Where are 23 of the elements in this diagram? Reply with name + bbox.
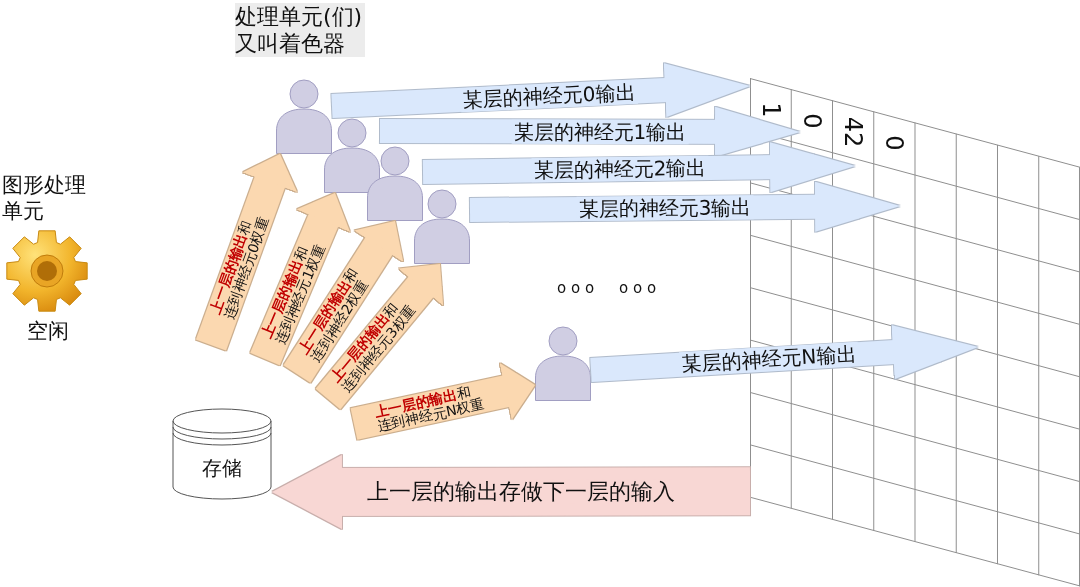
- person-icon: [414, 189, 470, 264]
- person-icon: [324, 118, 380, 193]
- heading-label: 处理单元(们)又叫着色器: [235, 3, 365, 57]
- ellipsis-mark: o o o: [619, 279, 657, 297]
- edge-label: 某层的神经元0输出: [460, 79, 639, 112]
- storage-cylinder: [172, 408, 272, 500]
- status-label: 空闲: [27, 318, 69, 344]
- person-icon: [535, 326, 591, 401]
- edge-label: 某层的神经元3输出: [576, 195, 754, 221]
- block-arrow: [271, 454, 751, 529]
- node-text: 存储: [202, 455, 242, 481]
- edge-label: 某层的神经元2输出: [531, 156, 709, 183]
- edge-label: 某层的神经元1输出: [511, 119, 689, 144]
- person-icon: [276, 79, 332, 154]
- cell-value: 1: [761, 102, 780, 118]
- ellipsis-mark: o o o: [557, 279, 595, 297]
- edge-label: 某层的神经元N输出: [679, 342, 860, 377]
- cell-value: 42: [844, 116, 863, 148]
- cell-value: 0: [802, 113, 821, 129]
- person-icon: [367, 146, 423, 221]
- edge-label: 上一层的输出存做下一层的输入: [364, 479, 677, 504]
- unit-label: 图形处理单元: [2, 172, 87, 224]
- cell-value: 0: [885, 135, 904, 151]
